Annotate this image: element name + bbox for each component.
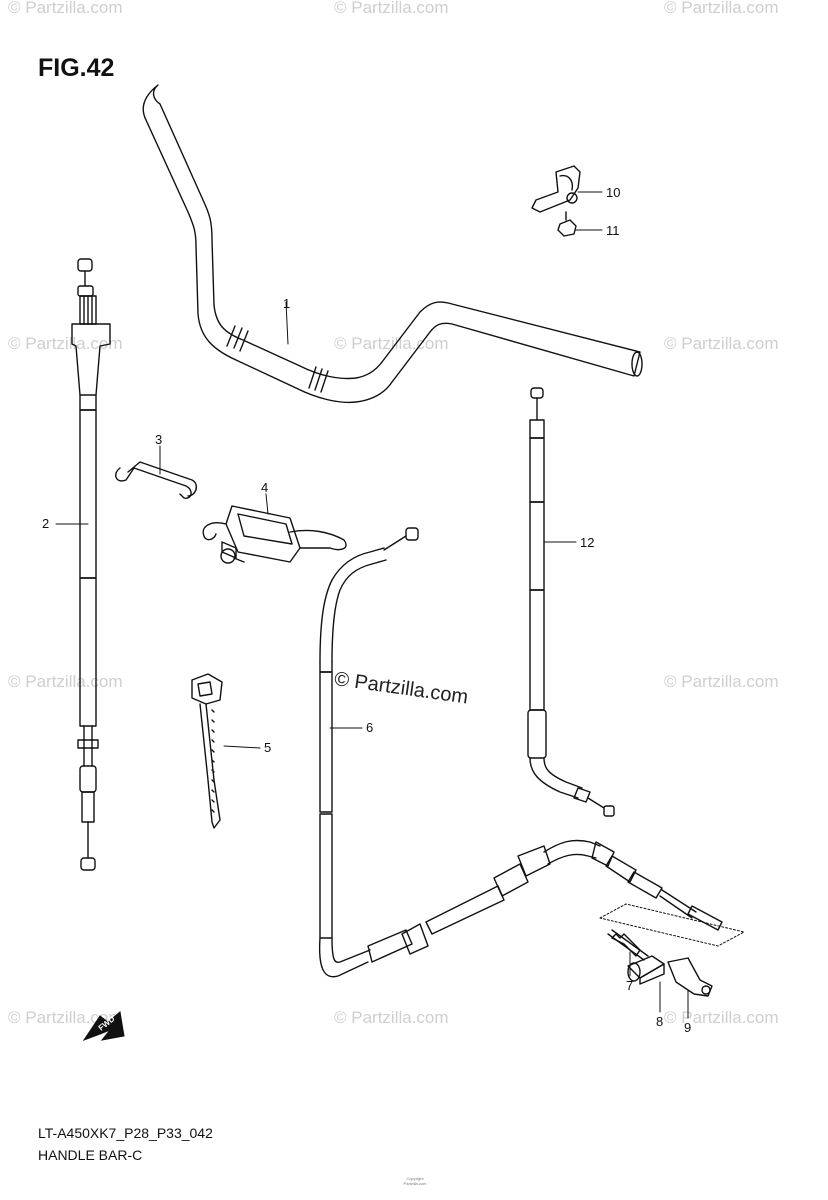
lever-end-part-9: [667, 957, 713, 997]
spring-part-7: [607, 929, 649, 961]
watermark: © Partzilla.com: [664, 672, 779, 691]
callout-12: 12: [580, 535, 595, 550]
watermark: © Partzilla.com: [664, 1008, 779, 1027]
copyright-note: Copyright Partzilla.com: [355, 1176, 475, 1186]
brake-cable-part-6: [318, 527, 723, 978]
watermark: © Partzilla.com: [8, 334, 123, 353]
watermark: © Partzilla.com: [664, 334, 779, 353]
callout-4: 4: [261, 480, 269, 495]
callout-10: 10: [606, 185, 621, 200]
watermark: © Partzilla.com: [334, 0, 449, 17]
bracket-part-4: [202, 505, 347, 564]
watermark: © Partzilla.com: [8, 672, 123, 691]
leader-line: [265, 493, 269, 515]
throttle-cable-part-2: [71, 258, 111, 871]
copyright-line1: Copyright: [406, 1176, 424, 1181]
copyright-line2: Partzilla.com: [403, 1181, 427, 1186]
cable-part-12: [527, 387, 615, 817]
callout-2: 2: [42, 516, 50, 531]
watermark: © Partzilla.com: [664, 0, 779, 17]
callout-5: 5: [264, 740, 272, 755]
clamp-part-10: [531, 165, 581, 213]
watermark: © Partzilla.com: [8, 0, 123, 17]
callout-8: 8: [656, 1014, 664, 1029]
handlebar-part-1: [142, 84, 643, 404]
callout-9: 9: [684, 1020, 692, 1035]
wire-clip-part-3: [115, 461, 198, 499]
screw-part-11: [557, 211, 577, 237]
fwd-arrow-icon: FWD: [82, 1011, 125, 1042]
callout-1: 1: [283, 296, 291, 311]
cable-tie-part-5: [191, 673, 223, 829]
model-code: LT-A450XK7_P28_P33_042: [38, 1125, 213, 1141]
diagram-name: HANDLE BAR-C: [38, 1147, 143, 1163]
leader-line: [223, 745, 261, 749]
leader-line: [285, 301, 289, 345]
watermark: © Partzilla.com: [8, 1008, 123, 1027]
callout-7: 7: [626, 978, 634, 993]
watermark: © Partzilla.com: [334, 1008, 449, 1027]
watermark: © Partzilla.com: [334, 334, 449, 353]
callout-6: 6: [366, 720, 374, 735]
callout-11: 11: [606, 223, 620, 238]
adjuster-part-8: [627, 955, 665, 985]
callout-3: 3: [155, 432, 163, 447]
figure-title: FIG.42: [38, 54, 115, 82]
